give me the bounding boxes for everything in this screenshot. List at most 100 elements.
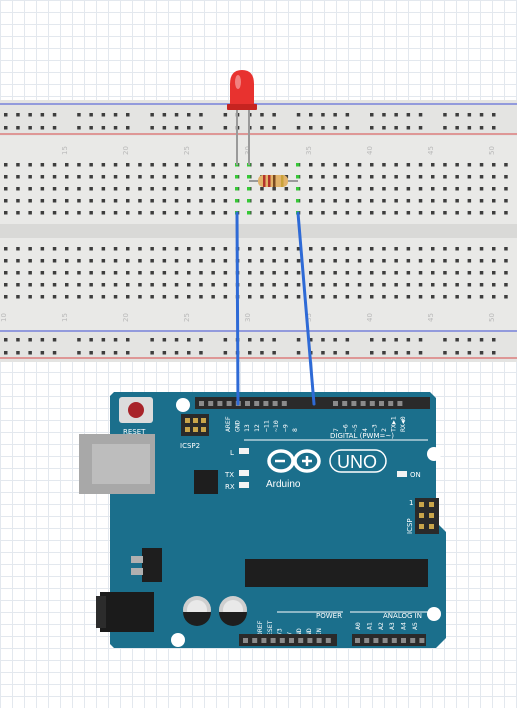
breadboard-hole[interactable] bbox=[455, 126, 459, 130]
breadboard-hole[interactable] bbox=[418, 271, 423, 275]
breadboard-hole[interactable] bbox=[296, 259, 301, 263]
breadboard-hole[interactable] bbox=[174, 271, 179, 275]
breadboard-hole[interactable] bbox=[187, 175, 191, 179]
breadboard-hole[interactable] bbox=[272, 259, 276, 263]
breadboard-hole[interactable] bbox=[455, 338, 459, 342]
breadboard-hole[interactable] bbox=[248, 338, 252, 342]
breadboard-hole[interactable] bbox=[16, 163, 20, 167]
breadboard-hole[interactable] bbox=[382, 295, 386, 299]
breadboard-hole[interactable] bbox=[345, 211, 350, 215]
breadboard-hole[interactable] bbox=[126, 247, 130, 251]
breadboard-hole[interactable] bbox=[40, 163, 45, 167]
breadboard-hole[interactable] bbox=[382, 283, 386, 287]
breadboard-hole[interactable] bbox=[418, 259, 423, 263]
breadboard-hole[interactable] bbox=[370, 187, 374, 191]
breadboard-hole[interactable] bbox=[150, 175, 154, 179]
breadboard-hole[interactable] bbox=[101, 259, 106, 263]
header-pin[interactable] bbox=[279, 638, 285, 643]
breadboard-hole[interactable] bbox=[65, 211, 69, 215]
breadboard-hole[interactable] bbox=[52, 283, 57, 287]
breadboard-hole[interactable] bbox=[4, 211, 8, 215]
breadboard-hole[interactable] bbox=[272, 338, 276, 342]
header-pin[interactable] bbox=[369, 401, 375, 406]
breadboard-hole[interactable] bbox=[504, 187, 508, 191]
breadboard-hole[interactable] bbox=[309, 199, 313, 203]
breadboard-hole[interactable] bbox=[260, 113, 264, 117]
breadboard-hole[interactable] bbox=[223, 259, 228, 263]
breadboard-hole[interactable] bbox=[431, 163, 435, 167]
breadboard-hole[interactable] bbox=[431, 295, 435, 299]
breadboard-hole[interactable] bbox=[443, 283, 447, 287]
breadboard-hole[interactable] bbox=[40, 351, 45, 355]
breadboard-hole[interactable] bbox=[211, 247, 215, 251]
breadboard-hole[interactable] bbox=[296, 271, 301, 275]
breadboard-hole[interactable] bbox=[357, 259, 362, 263]
breadboard-hole[interactable] bbox=[223, 283, 228, 287]
breadboard-hole[interactable] bbox=[321, 259, 325, 263]
breadboard-hole[interactable] bbox=[89, 351, 93, 355]
breadboard-hole[interactable] bbox=[77, 271, 81, 275]
breadboard-hole[interactable] bbox=[65, 199, 69, 203]
breadboard-hole[interactable] bbox=[65, 163, 69, 167]
breadboard-hole[interactable] bbox=[370, 126, 374, 130]
breadboard-hole[interactable] bbox=[16, 338, 20, 342]
breadboard-hole[interactable] bbox=[174, 351, 179, 355]
breadboard-hole[interactable] bbox=[77, 295, 81, 299]
breadboard-hole[interactable] bbox=[4, 351, 8, 355]
breadboard-hole[interactable] bbox=[77, 199, 81, 203]
breadboard-hole[interactable] bbox=[467, 247, 472, 251]
breadboard-hole[interactable] bbox=[89, 199, 93, 203]
breadboard-hole[interactable] bbox=[272, 113, 276, 117]
breadboard-hole[interactable] bbox=[492, 211, 496, 215]
breadboard-hole[interactable] bbox=[40, 113, 45, 117]
breadboard-hole[interactable] bbox=[467, 271, 472, 275]
breadboard-hole[interactable] bbox=[187, 126, 191, 130]
breadboard-hole[interactable] bbox=[406, 113, 411, 117]
breadboard-hole[interactable] bbox=[174, 211, 179, 215]
breadboard-hole[interactable] bbox=[101, 271, 106, 275]
breadboard-hole[interactable] bbox=[418, 175, 423, 179]
header-pin[interactable] bbox=[342, 401, 348, 406]
breadboard-hole[interactable] bbox=[113, 211, 118, 215]
breadboard-hole[interactable] bbox=[126, 283, 130, 287]
breadboard-hole[interactable] bbox=[333, 351, 337, 355]
breadboard-hole[interactable] bbox=[150, 199, 154, 203]
header-pin[interactable] bbox=[419, 638, 425, 643]
header-pin[interactable] bbox=[364, 638, 370, 643]
header-pin[interactable] bbox=[351, 401, 357, 406]
breadboard-hole[interactable] bbox=[479, 271, 484, 275]
breadboard-hole[interactable] bbox=[467, 211, 472, 215]
breadboard-hole[interactable] bbox=[174, 295, 179, 299]
breadboard-hole[interactable] bbox=[77, 283, 81, 287]
breadboard-hole[interactable] bbox=[382, 175, 386, 179]
breadboard-hole[interactable] bbox=[418, 338, 423, 342]
breadboard-hole[interactable] bbox=[418, 247, 423, 251]
breadboard-hole[interactable] bbox=[52, 175, 57, 179]
breadboard-hole[interactable] bbox=[333, 113, 337, 117]
breadboard-hole[interactable] bbox=[248, 259, 252, 263]
breadboard-hole[interactable] bbox=[296, 295, 301, 299]
breadboard-hole[interactable] bbox=[345, 338, 350, 342]
breadboard-hole[interactable] bbox=[113, 259, 118, 263]
breadboard-hole[interactable] bbox=[248, 351, 252, 355]
header-pin[interactable] bbox=[382, 638, 388, 643]
breadboard-hole[interactable] bbox=[394, 126, 398, 130]
breadboard-hole[interactable] bbox=[357, 211, 362, 215]
breadboard-hole[interactable] bbox=[418, 211, 423, 215]
breadboard-hole[interactable] bbox=[406, 199, 411, 203]
breadboard-hole[interactable] bbox=[150, 259, 154, 263]
breadboard-hole[interactable] bbox=[394, 295, 398, 299]
breadboard-hole[interactable] bbox=[248, 283, 252, 287]
breadboard-hole[interactable] bbox=[418, 295, 423, 299]
breadboard-hole[interactable] bbox=[77, 126, 81, 130]
breadboard-hole[interactable] bbox=[16, 271, 20, 275]
breadboard-hole[interactable] bbox=[455, 295, 459, 299]
breadboard-hole[interactable] bbox=[443, 338, 447, 342]
breadboard-hole[interactable] bbox=[382, 211, 386, 215]
header-pin[interactable] bbox=[307, 638, 313, 643]
breadboard-hole[interactable] bbox=[52, 259, 57, 263]
breadboard-hole[interactable] bbox=[199, 351, 203, 355]
header-pin[interactable] bbox=[226, 401, 232, 406]
breadboard-hole[interactable] bbox=[382, 187, 386, 191]
breadboard-hole[interactable] bbox=[260, 271, 264, 275]
